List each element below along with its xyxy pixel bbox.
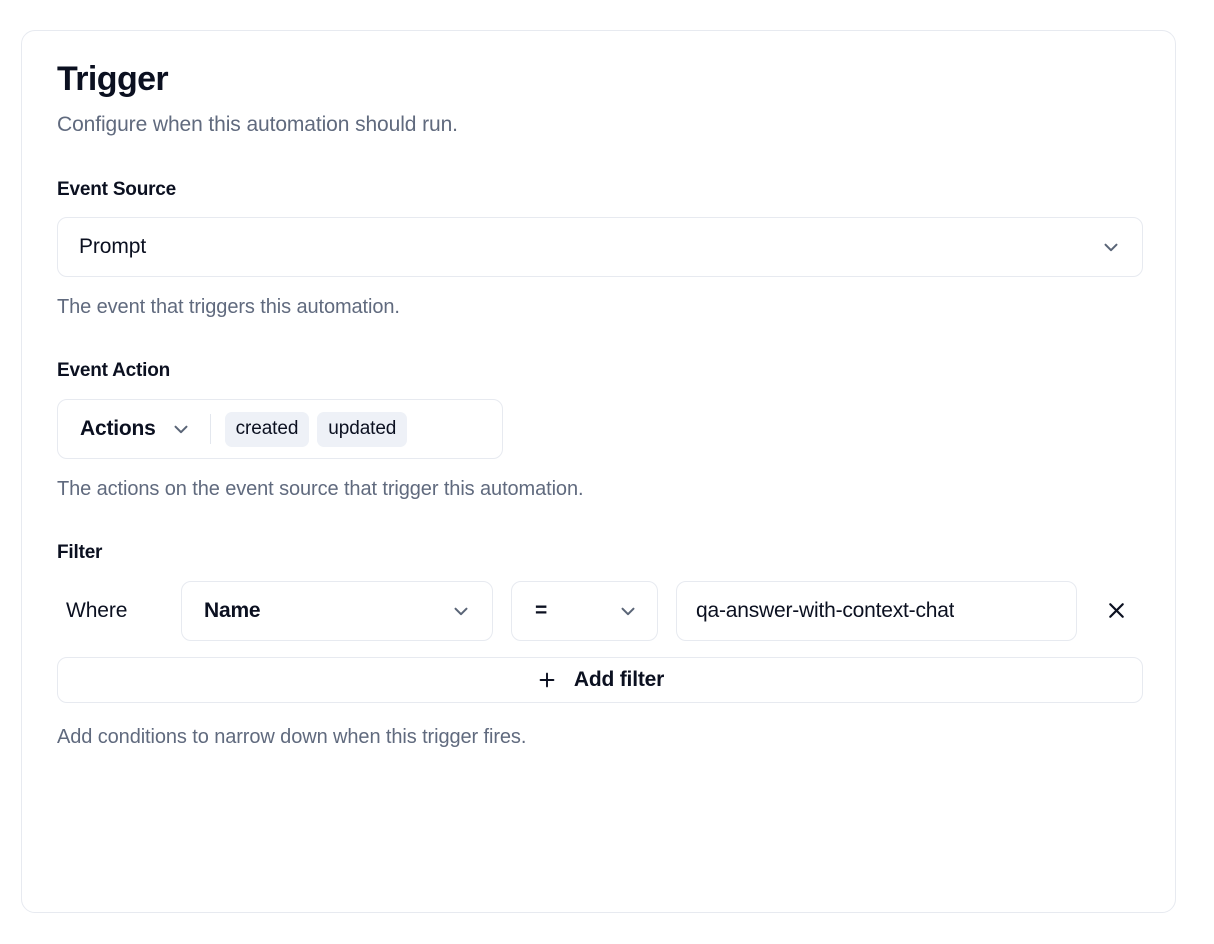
event-action-dropdown-trigger[interactable]: Actions — [80, 417, 210, 441]
event-action-chip-updated[interactable]: updated — [317, 411, 408, 447]
divider — [209, 414, 211, 445]
close-icon — [1105, 599, 1128, 622]
page-title: Trigger — [57, 60, 169, 98]
chevron-down-icon — [170, 418, 192, 440]
page-subtitle: Configure when this automation should ru… — [57, 113, 458, 137]
event-source-select[interactable]: Prompt — [57, 217, 1143, 278]
event-action-help: The actions on the event source that tri… — [57, 478, 584, 501]
plus-icon — [536, 669, 558, 691]
filter-value-input[interactable]: qa-answer-with-context-chat — [676, 580, 1077, 641]
filter-field-value: Name — [204, 598, 261, 622]
add-filter-button[interactable]: Add filter — [57, 656, 1143, 703]
remove-filter-button[interactable] — [1093, 588, 1139, 634]
filter-operator-value: = — [535, 598, 548, 622]
where-label: Where — [66, 598, 128, 622]
filter-value-text: qa-answer-with-context-chat — [696, 598, 955, 622]
filter-label: Filter — [57, 542, 103, 564]
filter-operator-select[interactable]: = — [511, 580, 658, 641]
filter-row: Where Name = qa-answer-with-cont — [57, 580, 1140, 641]
filter-help: Add conditions to narrow down when this … — [57, 725, 527, 748]
event-action-chip-created[interactable]: created — [224, 411, 310, 447]
add-filter-label: Add filter — [573, 667, 665, 691]
event-action-label: Event Action — [57, 360, 171, 382]
chevron-down-icon — [1100, 236, 1122, 258]
event-action-multiselect[interactable]: Actions created updated — [57, 399, 503, 460]
event-source-value: Prompt — [79, 235, 147, 259]
event-source-field: Event Source Prompt The event that trigg… — [57, 178, 1143, 320]
chevron-down-icon — [450, 600, 472, 622]
event-source-help: The event that triggers this automation. — [57, 296, 400, 319]
event-action-field: Event Action Actions created updated The… — [57, 360, 1140, 501]
event-action-trigger-label: Actions — [80, 417, 156, 441]
filter-field: Filter Where Name = — [57, 542, 1143, 749]
trigger-card: Trigger Configure when this automation s… — [21, 30, 1176, 913]
chevron-down-icon — [617, 600, 639, 622]
event-source-label: Event Source — [57, 178, 177, 200]
filter-field-select[interactable]: Name — [181, 580, 493, 641]
event-action-chip-list: created updated — [211, 411, 408, 447]
